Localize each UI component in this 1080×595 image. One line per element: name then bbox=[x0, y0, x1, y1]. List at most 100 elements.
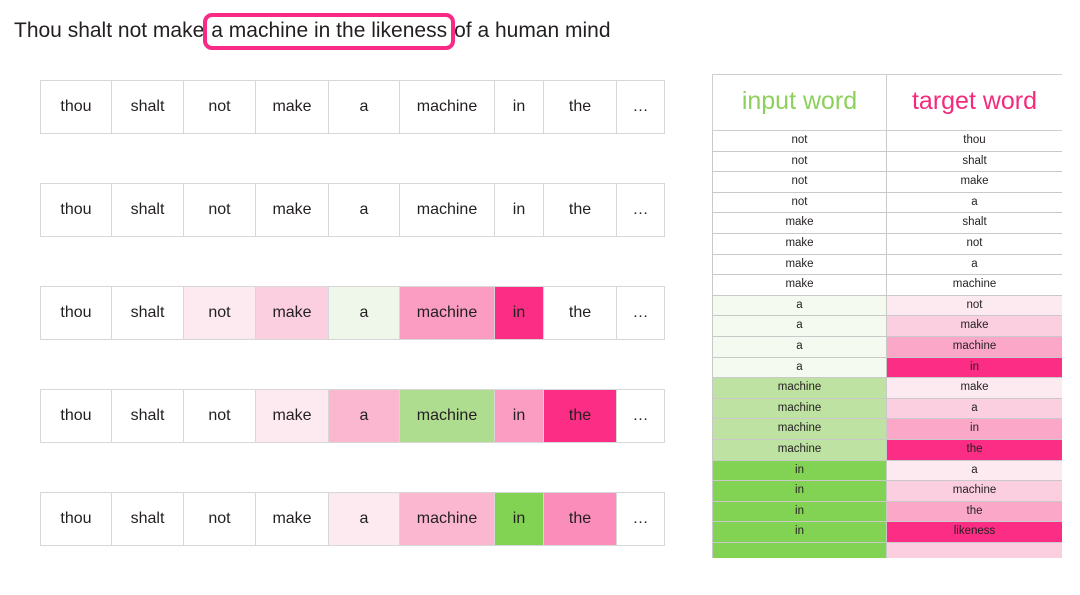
token-cell: … bbox=[617, 287, 664, 339]
token-cell: in bbox=[495, 390, 544, 442]
token-cell: shalt bbox=[112, 493, 184, 545]
cell-input-word: in bbox=[712, 500, 887, 523]
token-cell: the bbox=[544, 81, 617, 133]
cell-target-word: machine bbox=[886, 274, 1062, 296]
token-cell: thou bbox=[41, 287, 112, 339]
cell-input-word: machine bbox=[712, 418, 887, 440]
cell-input-word: a bbox=[712, 356, 887, 379]
cell-input-word: a bbox=[712, 315, 887, 337]
token-cell: shalt bbox=[112, 184, 184, 236]
cell-input-word: a bbox=[712, 294, 887, 317]
cell-target-word: machine bbox=[886, 335, 1062, 358]
column-header-input-word: input word bbox=[712, 74, 887, 131]
cell-target-word bbox=[886, 541, 1062, 558]
cell-input-word: not bbox=[712, 171, 887, 193]
token-cell: thou bbox=[41, 184, 112, 236]
token-cell: thou bbox=[41, 493, 112, 545]
token-cell: not bbox=[184, 287, 256, 339]
token-cell: not bbox=[184, 184, 256, 236]
cell-target-word: not bbox=[886, 294, 1062, 317]
cell-target-word: likeness bbox=[886, 521, 1062, 543]
token-cell: machine bbox=[400, 184, 495, 236]
cell-input-word: make bbox=[712, 274, 887, 296]
token-cell: make bbox=[256, 184, 329, 236]
token-cell: make bbox=[256, 390, 329, 442]
cell-target-word: make bbox=[886, 171, 1062, 193]
token-cell: … bbox=[617, 81, 664, 133]
cell-input-word: machine bbox=[712, 438, 887, 461]
cell-input-word: machine bbox=[712, 397, 887, 420]
token-cell: in bbox=[495, 287, 544, 339]
token-cell: machine bbox=[400, 81, 495, 133]
cell-input-word: in bbox=[712, 480, 887, 502]
token-cell: … bbox=[617, 390, 664, 442]
token-cell: make bbox=[256, 493, 329, 545]
cell-target-word: shalt bbox=[886, 212, 1062, 234]
cell-target-word: shalt bbox=[886, 150, 1062, 173]
token-cell: a bbox=[329, 493, 400, 545]
table-header-row: input word target word bbox=[712, 74, 1062, 131]
table-row bbox=[712, 541, 1062, 558]
token-cell: in bbox=[495, 493, 544, 545]
token-cell: shalt bbox=[112, 81, 184, 133]
token-cell: … bbox=[617, 184, 664, 236]
cell-input-word: make bbox=[712, 253, 887, 276]
token-cell: thou bbox=[41, 81, 112, 133]
cell-target-word: in bbox=[886, 418, 1062, 440]
cell-input-word: machine bbox=[712, 377, 887, 399]
cell-target-word: the bbox=[886, 438, 1062, 461]
token-cell: thou bbox=[41, 390, 112, 442]
cell-target-word: a bbox=[886, 459, 1062, 482]
token-cell: a bbox=[329, 287, 400, 339]
cell-input-word: a bbox=[712, 335, 887, 358]
token-cell: the bbox=[544, 184, 617, 236]
cell-target-word: in bbox=[886, 356, 1062, 379]
cell-input-word: not bbox=[712, 191, 887, 214]
token-cell: the bbox=[544, 493, 617, 545]
cell-target-word: make bbox=[886, 377, 1062, 399]
token-cell: machine bbox=[400, 287, 495, 339]
token-cell: not bbox=[184, 81, 256, 133]
token-cell: machine bbox=[400, 493, 495, 545]
cell-input-word: make bbox=[712, 212, 887, 234]
token-cell: in bbox=[495, 81, 544, 133]
token-cell: the bbox=[544, 390, 617, 442]
cell-input-word: not bbox=[712, 130, 887, 152]
token-cell: not bbox=[184, 493, 256, 545]
token-cell: make bbox=[256, 81, 329, 133]
cell-target-word: not bbox=[886, 232, 1062, 255]
cell-input-word: not bbox=[712, 150, 887, 173]
token-cell: make bbox=[256, 287, 329, 339]
cell-target-word: the bbox=[886, 500, 1062, 523]
cell-input-word: make bbox=[712, 232, 887, 255]
column-header-target-word: target word bbox=[886, 74, 1062, 131]
token-cell: a bbox=[329, 184, 400, 236]
cell-input-word: in bbox=[712, 521, 887, 543]
title-suffix: of a human mind bbox=[454, 19, 611, 42]
